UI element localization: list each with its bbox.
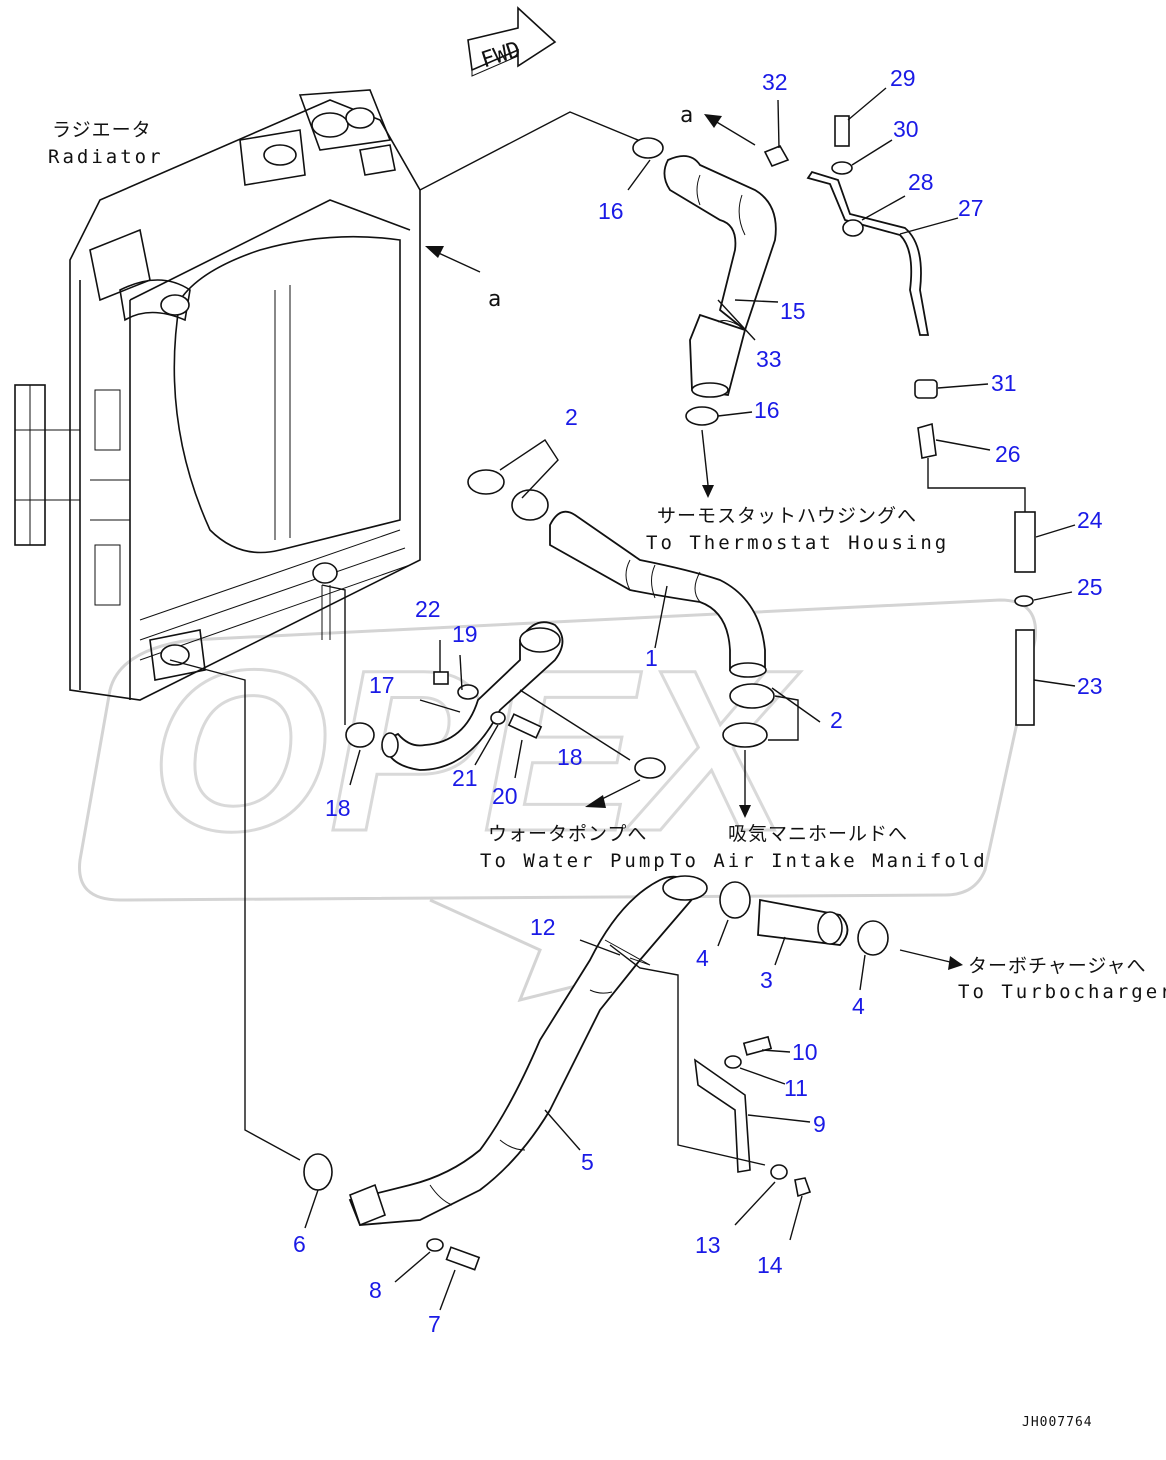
part-number: 14 [757, 1252, 783, 1278]
washer-21 [490, 711, 506, 725]
part-number: 18 [325, 795, 351, 821]
part-number: 33 [756, 346, 782, 372]
clamp-16-bottom [685, 406, 719, 426]
part-number: 6 [293, 1231, 306, 1257]
part-number: 29 [890, 65, 916, 91]
part-number: 16 [598, 198, 624, 224]
washer-11 [724, 1055, 742, 1069]
clamp-4-left [719, 881, 751, 919]
fwd-arrow: FWD [467, 6, 557, 77]
clamp-28 [842, 219, 864, 237]
clamp-2-d [722, 722, 768, 748]
thermostat-label-en: To Thermostat Housing [646, 532, 949, 554]
part-number: 4 [852, 993, 865, 1019]
part-number: 7 [428, 1311, 441, 1337]
part-number: 11 [784, 1075, 808, 1101]
part-number: 13 [695, 1232, 721, 1258]
part-number: 16 [754, 397, 780, 423]
part-29-bolt [834, 115, 850, 147]
part-number: 10 [792, 1039, 818, 1065]
part-number: 18 [557, 744, 583, 770]
hose-5 [348, 875, 702, 1226]
part-22 [433, 671, 449, 685]
water-pump-label-en: To Water Pump [480, 850, 668, 872]
washer-8 [426, 1238, 444, 1252]
watermark-text: OPEX [150, 622, 801, 879]
part-number: 17 [369, 672, 395, 698]
nut-14 [794, 1177, 812, 1198]
part-number: 21 [452, 765, 478, 791]
part-number: 23 [1077, 673, 1103, 699]
part-numbers: 1 2 2 3 4 4 5 6 7 8 9 10 11 12 13 14 15 … [293, 65, 1103, 1337]
turbo-label-jp: ターボチャージャへ [968, 955, 1146, 977]
part-number: 1 [645, 645, 658, 671]
part-number: 3 [760, 967, 773, 993]
tube-27 [806, 170, 930, 336]
part-number: 32 [762, 69, 788, 95]
ref-a-top: a [680, 103, 693, 128]
part-number: 2 [830, 707, 843, 733]
part-number: 2 [565, 404, 578, 430]
clamp-18-left [345, 722, 375, 748]
part-26-fitting [917, 422, 937, 459]
part-number: 15 [780, 298, 806, 324]
part-number: 31 [991, 370, 1017, 396]
clamp-4-right [857, 920, 889, 956]
bolt-20 [507, 713, 543, 739]
part-number: 12 [530, 914, 556, 940]
thermostat-label-jp: サーモスタットハウジングへ [657, 505, 917, 527]
clamp-2-c [729, 683, 775, 709]
radiator-label-jp: ラジエータ [52, 119, 152, 141]
part-32-nut [763, 144, 790, 168]
intake-label-jp: 吸気マニホールドへ [728, 823, 908, 845]
clamp-2-a [467, 469, 505, 495]
clamp-19 [457, 684, 479, 700]
clamp-2-b [511, 489, 549, 521]
drawing-number: JH007764 [1022, 1415, 1093, 1430]
bracket-9 [693, 1058, 751, 1173]
part-number: 28 [908, 169, 934, 195]
part-number: 25 [1077, 574, 1103, 600]
bolt-7 [445, 1246, 481, 1271]
part-30-washer [831, 161, 853, 175]
water-pump-label-jp: ウォータポンプへ [488, 823, 647, 845]
washer-13 [770, 1164, 788, 1180]
part-number: 4 [696, 945, 709, 971]
part-number: 24 [1077, 507, 1103, 533]
turbo-label-en: To Turbocharger [958, 981, 1166, 1003]
part-number: 27 [958, 195, 984, 221]
part-number: 26 [995, 441, 1021, 467]
hose-1 [549, 510, 766, 671]
part-31 [914, 379, 938, 399]
part-number: 20 [492, 783, 518, 809]
bolt-10 [742, 1035, 773, 1056]
hose-15 [663, 155, 777, 398]
part-number: 30 [893, 116, 919, 142]
watermark-logo: OPEX [78, 598, 1038, 1003]
intake-label-en: To Air Intake Manifold [670, 850, 988, 872]
radiator-label-en: Radiator [48, 146, 164, 168]
radiator-drawing [14, 89, 421, 701]
part-number: 19 [452, 621, 478, 647]
ref-a-radiator: a [488, 287, 501, 312]
clamp-18-right [634, 757, 666, 779]
part-number: 5 [581, 1149, 594, 1175]
part-25-oring [1014, 595, 1034, 607]
part-number: 8 [369, 1277, 382, 1303]
part-number: 9 [813, 1111, 826, 1137]
fwd-label: FWD [478, 37, 524, 73]
clamp-16-top [632, 137, 664, 159]
part-number: 22 [415, 596, 441, 622]
part-23-fitting [1015, 629, 1035, 726]
cap-6 [303, 1153, 333, 1191]
leader-lines [304, 87, 1076, 1311]
part-24-fitting [1014, 511, 1036, 573]
